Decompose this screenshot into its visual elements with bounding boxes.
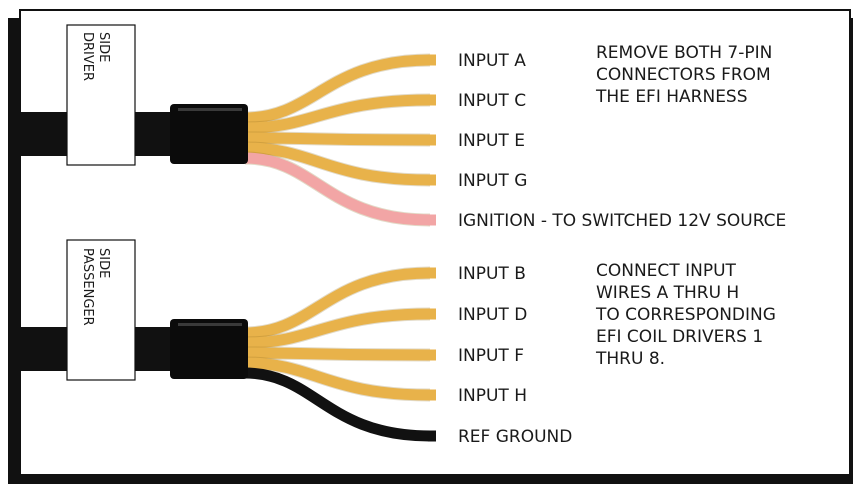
passenger-wire [244, 357, 431, 401]
passenger-wire-label: REF GROUND [458, 427, 572, 447]
passenger-wire-label: INPUT B [458, 264, 526, 284]
driver-wires [244, 53, 436, 227]
note-top: REMOVE BOTH 7-PIN CONNECTORS FROM THE EF… [595, 43, 778, 107]
passenger-wire-labels: INPUT B INPUT D INPUT F INPUT H REF GROUND [458, 264, 572, 447]
passenger-wire-tip [428, 430, 436, 442]
note-top-line3: THE EFI HARNESS [595, 87, 748, 107]
note-top-line1: REMOVE BOTH 7-PIN [596, 43, 772, 63]
driver-tag-line2: SIDE [96, 32, 111, 62]
driver-cable-group: DRIVER SIDE [10, 24, 436, 227]
driver-wire-label: IGNITION - TO SWITCHED 12V SOURCE [458, 211, 786, 231]
driver-wire-tip [428, 94, 436, 106]
driver-connector-highlight [178, 108, 242, 111]
driver-wire [244, 94, 431, 134]
note-bottom-line4: EFI COIL DRIVERS 1 [596, 327, 763, 347]
driver-connector [170, 104, 248, 164]
driver-wire [244, 152, 431, 226]
passenger-wire-tip [428, 308, 436, 320]
note-bottom-line5: THRU 8. [595, 349, 665, 369]
driver-tag-line1: DRIVER [80, 32, 95, 81]
passenger-wire-label: INPUT D [458, 305, 527, 325]
note-bottom: CONNECT INPUT WIRES A THRU H TO CORRESPO… [595, 261, 781, 369]
driver-wire-label: INPUT E [458, 131, 525, 151]
driver-wire-tip [428, 134, 436, 146]
driver-wire [244, 132, 431, 146]
passenger-wire [244, 308, 431, 349]
passenger-wire [244, 367, 431, 442]
driver-wire-tip [428, 214, 436, 226]
passenger-tag-line2: SIDE [96, 248, 111, 278]
passenger-wire-label: INPUT H [458, 386, 527, 406]
note-bottom-line3: TO CORRESPONDING [595, 305, 776, 325]
note-top-line2: CONNECTORS FROM [596, 65, 771, 85]
passenger-connector [170, 319, 248, 379]
driver-wire-label: INPUT C [458, 91, 526, 111]
passenger-wire [244, 267, 431, 339]
passenger-wires [244, 266, 436, 442]
passenger-wire-tip [428, 389, 436, 401]
driver-tag [66, 24, 136, 166]
driver-wire [244, 54, 431, 124]
passenger-cable-group: PASSENGER SIDE [10, 239, 436, 442]
driver-wire [244, 142, 431, 186]
driver-wire-label: INPUT A [458, 51, 526, 71]
passenger-wire-tip [428, 267, 436, 279]
driver-wire-tip [428, 54, 436, 66]
driver-wire-label: INPUT G [458, 171, 527, 191]
passenger-wire-label: INPUT F [458, 346, 524, 366]
note-bottom-line1: CONNECT INPUT [596, 261, 737, 281]
passenger-tag-line1: PASSENGER [80, 248, 95, 326]
passenger-wire-tip [428, 349, 436, 361]
driver-wire-tip [428, 174, 436, 186]
passenger-wire [244, 347, 431, 361]
passenger-tag [66, 239, 136, 381]
passenger-connector-highlight [178, 323, 242, 326]
note-bottom-line2: WIRES A THRU H [596, 283, 739, 303]
driver-wire-labels: INPUT A INPUT C INPUT E INPUT G IGNITION - T… [458, 51, 786, 231]
